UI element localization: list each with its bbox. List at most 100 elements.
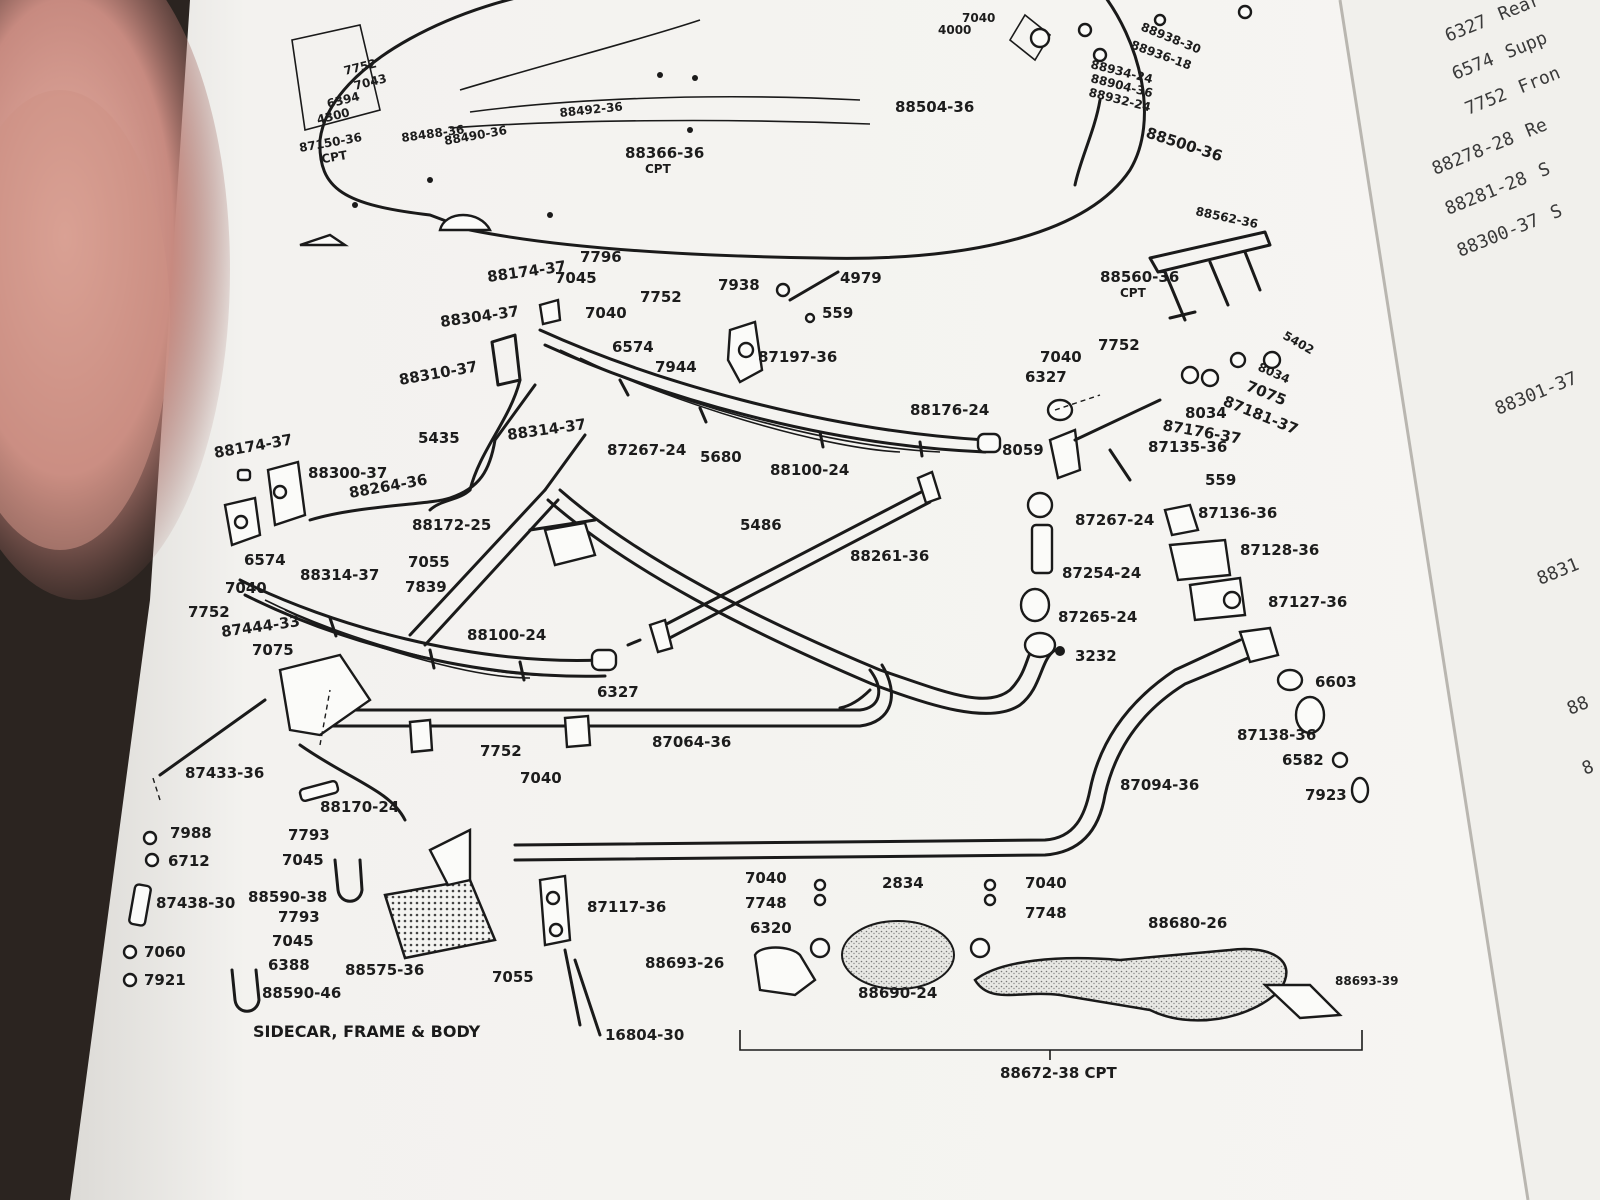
part-number-label: 7988 xyxy=(170,824,212,842)
front-shackle-bracket xyxy=(428,298,562,512)
u-bolt-parts xyxy=(122,779,364,1013)
part-number-label: 7921 xyxy=(144,971,186,989)
part-number-label: 6320 xyxy=(750,919,792,937)
part-number-label: 7045 xyxy=(272,932,314,950)
upper-leaf-spring xyxy=(538,328,1002,458)
part-number-label: 7944 xyxy=(655,358,697,376)
part-number-label: 7055 xyxy=(492,968,534,986)
assembly-label: 88672-38 CPT xyxy=(1000,1064,1118,1082)
part-number-label: 88575-36 xyxy=(345,961,424,979)
part-number-label: 7752 xyxy=(188,603,230,621)
part-number-label: 7045 xyxy=(555,269,597,287)
book-gutter xyxy=(1338,0,1530,1200)
part-number-label: 6574 xyxy=(612,338,654,356)
part-number-label: 88693-39 xyxy=(1335,974,1398,988)
main-frame xyxy=(328,433,1057,754)
part-number-label: 7796 xyxy=(580,248,622,266)
bracket-87117 xyxy=(538,874,602,1037)
part-number-label: 7938 xyxy=(718,276,760,294)
part-number-label: 7748 xyxy=(1025,904,1067,922)
part-number-label: 7045 xyxy=(282,851,324,869)
diagram-caption: SIDECAR, FRAME & BODY xyxy=(253,1022,481,1041)
part-number-label: 88172-25 xyxy=(412,516,491,534)
part-number-label: 7040 xyxy=(1025,874,1067,892)
part-number-label: 8059 xyxy=(1002,441,1044,459)
part-number-label: 6327 xyxy=(1025,368,1067,386)
part-number-label: 7793 xyxy=(288,826,330,844)
spring-assembly xyxy=(739,878,1363,1060)
part-number-label: 5435 xyxy=(418,429,460,447)
part-number-label: 88693-26 xyxy=(645,954,724,972)
part-number-label: 6388 xyxy=(268,956,310,974)
part-number-label: 559 xyxy=(1205,471,1236,489)
part-number-label: 7923 xyxy=(1305,786,1347,804)
part-number-label: 7040 xyxy=(520,769,562,787)
part-number-label: 88680-26 xyxy=(1148,914,1227,932)
part-number-label: 87433-36 xyxy=(185,764,264,782)
spring-hanger xyxy=(726,320,764,384)
part-number-label: 7839 xyxy=(405,578,447,596)
finger-core xyxy=(0,90,170,550)
part-number-label: 6327 xyxy=(597,683,639,701)
lower-leaf-spring xyxy=(238,578,618,682)
part-number-label: 6603 xyxy=(1315,673,1357,691)
part-number-label: 5680 xyxy=(700,448,742,466)
part-number-label: 87265-24 xyxy=(1058,608,1137,626)
part-number-label: 88170-24 xyxy=(320,798,399,816)
part-number-label: 87135-36 xyxy=(1148,438,1227,456)
part-number-label: 88100-24 xyxy=(467,626,546,644)
part-number-label: 87438-30 xyxy=(156,894,235,912)
rear-axle-hanger xyxy=(151,653,407,822)
part-number-sublabel: CPT xyxy=(1120,286,1147,300)
part-number-label: 88560-36 xyxy=(1100,268,1179,286)
part-number-label: 88492-36 xyxy=(559,99,624,120)
part-number-label: 87064-36 xyxy=(652,733,731,751)
part-number-label: 88590-38 xyxy=(248,888,327,906)
part-number-label: 7040 xyxy=(745,869,787,887)
part-number-label: 7040 xyxy=(585,304,627,322)
part-number-label: 7055 xyxy=(408,553,450,571)
part-number-label: 88366-36 xyxy=(625,144,704,162)
step-plate xyxy=(383,828,497,960)
sidecar-body-drawing xyxy=(291,0,1253,260)
bolt-4979 xyxy=(775,270,840,324)
part-number-label: 88100-24 xyxy=(770,461,849,479)
part-number-label: 88314-37 xyxy=(300,566,379,584)
part-number-label: 88300-37 xyxy=(308,464,387,482)
part-number-label: 87094-36 xyxy=(1120,776,1199,794)
part-number-label: 7793 xyxy=(278,908,320,926)
part-number-label: 88590-46 xyxy=(262,984,341,1002)
part-number-label: 7040 xyxy=(962,11,995,25)
part-number-label: 87128-36 xyxy=(1240,541,1319,559)
part-number-label: 88176-24 xyxy=(910,401,989,419)
part-number-label: 6574 xyxy=(244,551,286,569)
part-number-label: 4979 xyxy=(840,269,882,287)
rear-support-bracket xyxy=(1148,230,1272,322)
part-number-label: 87267-24 xyxy=(607,441,686,459)
part-number-label: 88261-36 xyxy=(850,547,929,565)
part-number-label: 87138-36 xyxy=(1237,726,1316,744)
part-number-label: 7060 xyxy=(144,943,186,961)
part-number-sublabel: CPT xyxy=(320,148,349,166)
part-number-label: 6712 xyxy=(168,852,210,870)
part-number-label: 7748 xyxy=(745,894,787,912)
part-number-label: 7040 xyxy=(1040,348,1082,366)
brace-rod-88261 xyxy=(626,470,942,654)
rod-88264 xyxy=(308,383,537,522)
part-number-label: 87254-24 xyxy=(1062,564,1141,582)
part-number-label: 4000 xyxy=(938,23,971,37)
right-fitting-stack xyxy=(1019,394,1162,656)
part-number-label: 87117-36 xyxy=(587,898,666,916)
part-number-label: 16804-30 xyxy=(605,1026,684,1044)
part-number-label: 87136-36 xyxy=(1198,504,1277,522)
part-number-label: 88690-24 xyxy=(858,984,937,1002)
part-number-sublabel: CPT xyxy=(645,162,672,176)
part-number-label: 88504-36 xyxy=(895,98,974,116)
part-number-label: 87267-24 xyxy=(1075,511,1154,529)
part-number-label: 87127-36 xyxy=(1268,593,1347,611)
part-number-label: 559 xyxy=(822,304,853,322)
part-number-label: 7075 xyxy=(252,641,294,659)
part-number-label: 5486 xyxy=(740,516,782,534)
right-clamp-blocks xyxy=(1163,350,1282,622)
